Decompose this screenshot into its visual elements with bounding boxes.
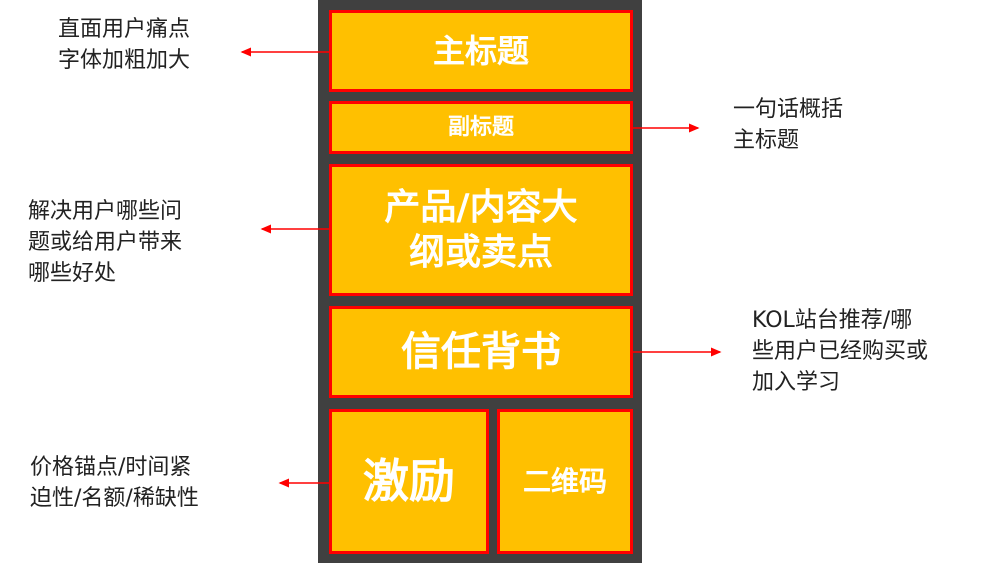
- incentive-box: 激励: [329, 409, 489, 554]
- main-title-note: 直面用户痛点 字体加粗加大: [58, 17, 191, 73]
- incentive-note: 价格锚点/时间紧 迫性/名额/稀缺性: [30, 455, 199, 511]
- main-title-box: 主标题: [329, 10, 633, 92]
- product-note: 解决用户哪些问 题或给用户带来 哪些好处: [28, 199, 183, 286]
- subtitle-note: 一句话概括 主标题: [733, 97, 844, 153]
- product-box: 产品/内容大 纲或卖点: [329, 164, 633, 296]
- trust-note: KOL站台推荐/哪 些用户已经购买或 加入学习: [752, 308, 929, 395]
- subtitle-box: 副标题: [329, 101, 633, 154]
- qrcode-box: 二维码: [497, 409, 633, 554]
- trust-box: 信任背书: [329, 306, 633, 398]
